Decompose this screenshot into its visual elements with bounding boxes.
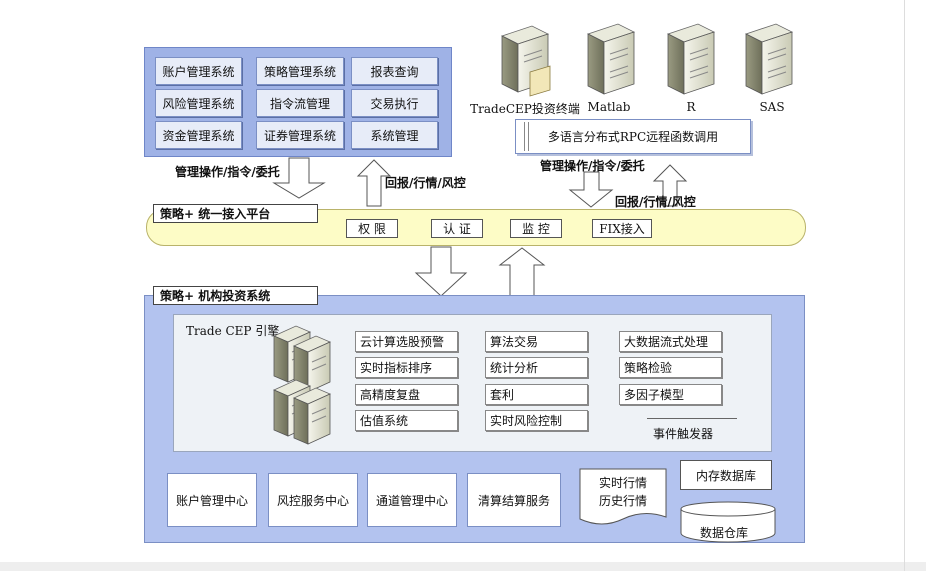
platform-item: FIX接入 [592, 219, 652, 238]
service-box: 通道管理中心 [367, 473, 457, 527]
service-box: 风控服务中心 [268, 473, 358, 527]
server-icon [500, 25, 551, 97]
cep-feature: 统计分析 [485, 357, 588, 378]
server-label: Matlab [587, 100, 631, 114]
bottom-band [0, 562, 926, 571]
cep-feature: 大数据流式处理 [619, 331, 722, 352]
rpc-label: 多语言分布式RPC远程函数调用 [547, 130, 719, 144]
system-cell: 交易执行 [351, 89, 438, 117]
system-cell: 账户管理系统 [155, 57, 242, 85]
system-cell: 资金管理系统 [155, 121, 242, 149]
cep-feature: 实时风险控制 [485, 410, 588, 431]
platform-item: 认 证 [431, 219, 483, 238]
flow-label: 回报/行情/风控 [615, 195, 696, 209]
cep-feature: 策略检验 [619, 357, 722, 378]
trigger-divider [647, 418, 737, 419]
platform-item: 监 控 [510, 219, 562, 238]
top-systems-panel: 账户管理系统 策略管理系统 报表查询 风险管理系统 指令流管理 交易执行 资金管… [144, 47, 452, 157]
flow-label: 回报/行情/风控 [385, 176, 466, 190]
rpc-box: 多语言分布式RPC远程函数调用 [515, 119, 751, 154]
cep-feature: 算法交易 [485, 331, 588, 352]
cep-feature: 云计算选股预警 [355, 331, 458, 352]
server-icon [744, 23, 794, 95]
memory-db-box: 内存数据库 [680, 460, 772, 490]
cep-title: Trade CEP 引擎 [186, 324, 280, 338]
memory-db-label: 内存数据库 [695, 468, 756, 483]
cep-feature: 多因子模型 [619, 384, 722, 405]
market-doc-shape [579, 468, 667, 525]
platform-title: 策略+ 统一接入平台 [153, 204, 318, 223]
server-label: SAS [759, 100, 785, 114]
flow-label: 管理操作/指令/委托 [540, 159, 645, 173]
cep-feature: 估值系统 [355, 410, 458, 431]
database-icon [680, 501, 776, 543]
server-icon [666, 23, 716, 95]
system-cell: 风险管理系统 [155, 89, 242, 117]
cep-feature: 套利 [485, 384, 588, 405]
down-arrow-icon [414, 246, 468, 297]
system-cell: 系统管理 [351, 121, 438, 149]
down-arrow-icon [272, 157, 326, 199]
system-cell: 指令流管理 [256, 89, 344, 117]
server-stack-icon [273, 325, 331, 445]
market-doc-line: 历史行情 [598, 494, 647, 508]
platform-item: 权 限 [346, 219, 398, 238]
page-edge [904, 0, 905, 571]
server-label: R [686, 100, 696, 114]
system-cell: 策略管理系统 [256, 57, 344, 85]
service-box: 清算结算服务 [467, 473, 561, 527]
warehouse-label: 数据仓库 [700, 526, 749, 540]
institution-title: 策略+ 机构投资系统 [153, 286, 318, 305]
cep-feature: 实时指标排序 [355, 357, 458, 378]
flow-label: 管理操作/指令/委托 [175, 165, 280, 179]
market-doc-line: 实时行情 [598, 476, 647, 490]
up-arrow-icon [498, 247, 546, 297]
down-arrow-icon [568, 171, 614, 208]
service-box: 账户管理中心 [167, 473, 257, 527]
system-cell: 报表查询 [351, 57, 438, 85]
servers-group [500, 23, 794, 97]
event-trigger-label: 事件触发器 [653, 427, 714, 441]
system-cell: 证券管理系统 [256, 121, 344, 149]
server-icon [586, 23, 636, 95]
cep-feature: 高精度复盘 [355, 384, 458, 405]
server-label: TradeCEP投资终端 [470, 102, 580, 116]
